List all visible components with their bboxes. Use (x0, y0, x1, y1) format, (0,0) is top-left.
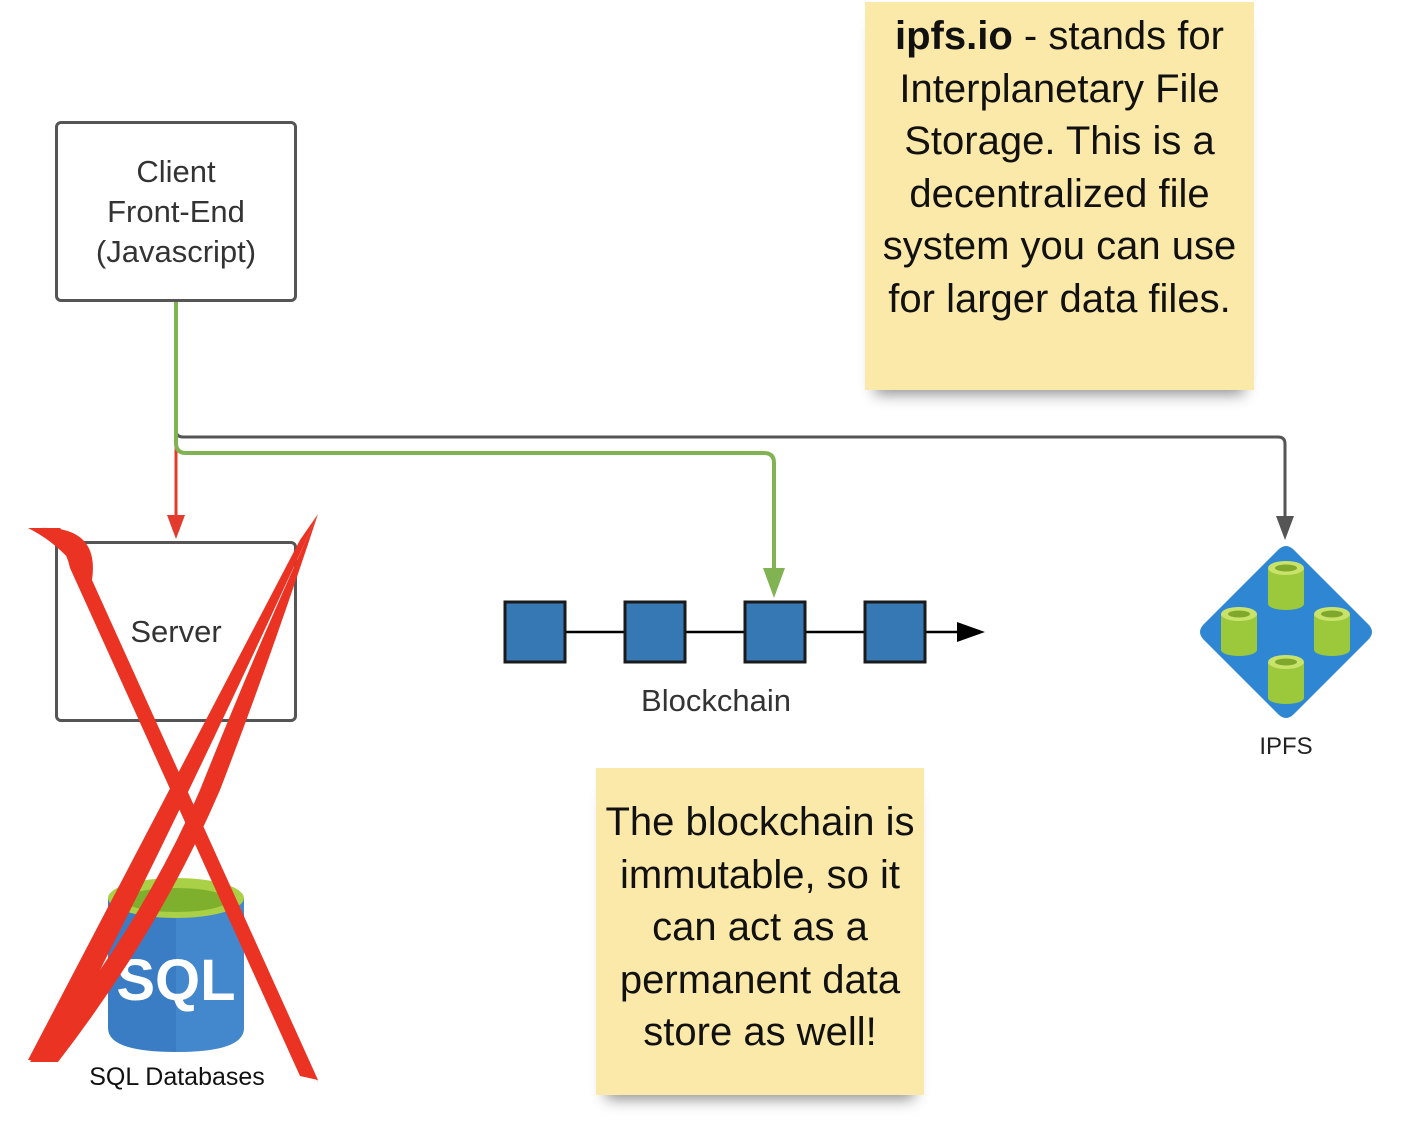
ipfs-note-text: - stands for Interplanetary File Storage… (882, 14, 1237, 321)
block (863, 600, 927, 664)
ipfs-icon (1200, 542, 1372, 718)
block (623, 600, 687, 664)
ipfs-sticky-note: ipfs.io - stands for Interplanetary File… (865, 2, 1254, 390)
sql-logo-text: SQL (116, 948, 235, 1013)
client-label-line1: Client (136, 153, 216, 189)
ipfs-node (1268, 655, 1304, 704)
blockchain-sticky-note: The blockchain is immutable, so it can a… (596, 768, 924, 1095)
block (503, 600, 567, 664)
blockchain-chain (503, 600, 985, 664)
ipfs-node (1268, 561, 1304, 610)
sql-databases-label: SQL Databases (89, 1063, 265, 1091)
server-box: Server (55, 541, 297, 722)
block (743, 600, 807, 664)
client-frontend-box: Client Front-End (Javascript) (55, 121, 297, 302)
arrow-icon (763, 568, 785, 598)
ipfs-label: IPFS (1259, 733, 1313, 760)
blockchain-label: Blockchain (641, 683, 791, 718)
client-label-line2: Front-End (107, 193, 245, 229)
arrow-icon (957, 622, 985, 642)
server-label: Server (130, 613, 222, 649)
client-label-line3: (Javascript) (95, 233, 257, 269)
ipfs-node (1314, 607, 1350, 656)
ipfs-node (1221, 607, 1257, 656)
ipfs-note-title: ipfs.io (895, 14, 1013, 58)
arrow-icon (167, 515, 185, 539)
connector-client-to-blockchain (174, 302, 776, 572)
arrow-icon (1276, 516, 1294, 540)
